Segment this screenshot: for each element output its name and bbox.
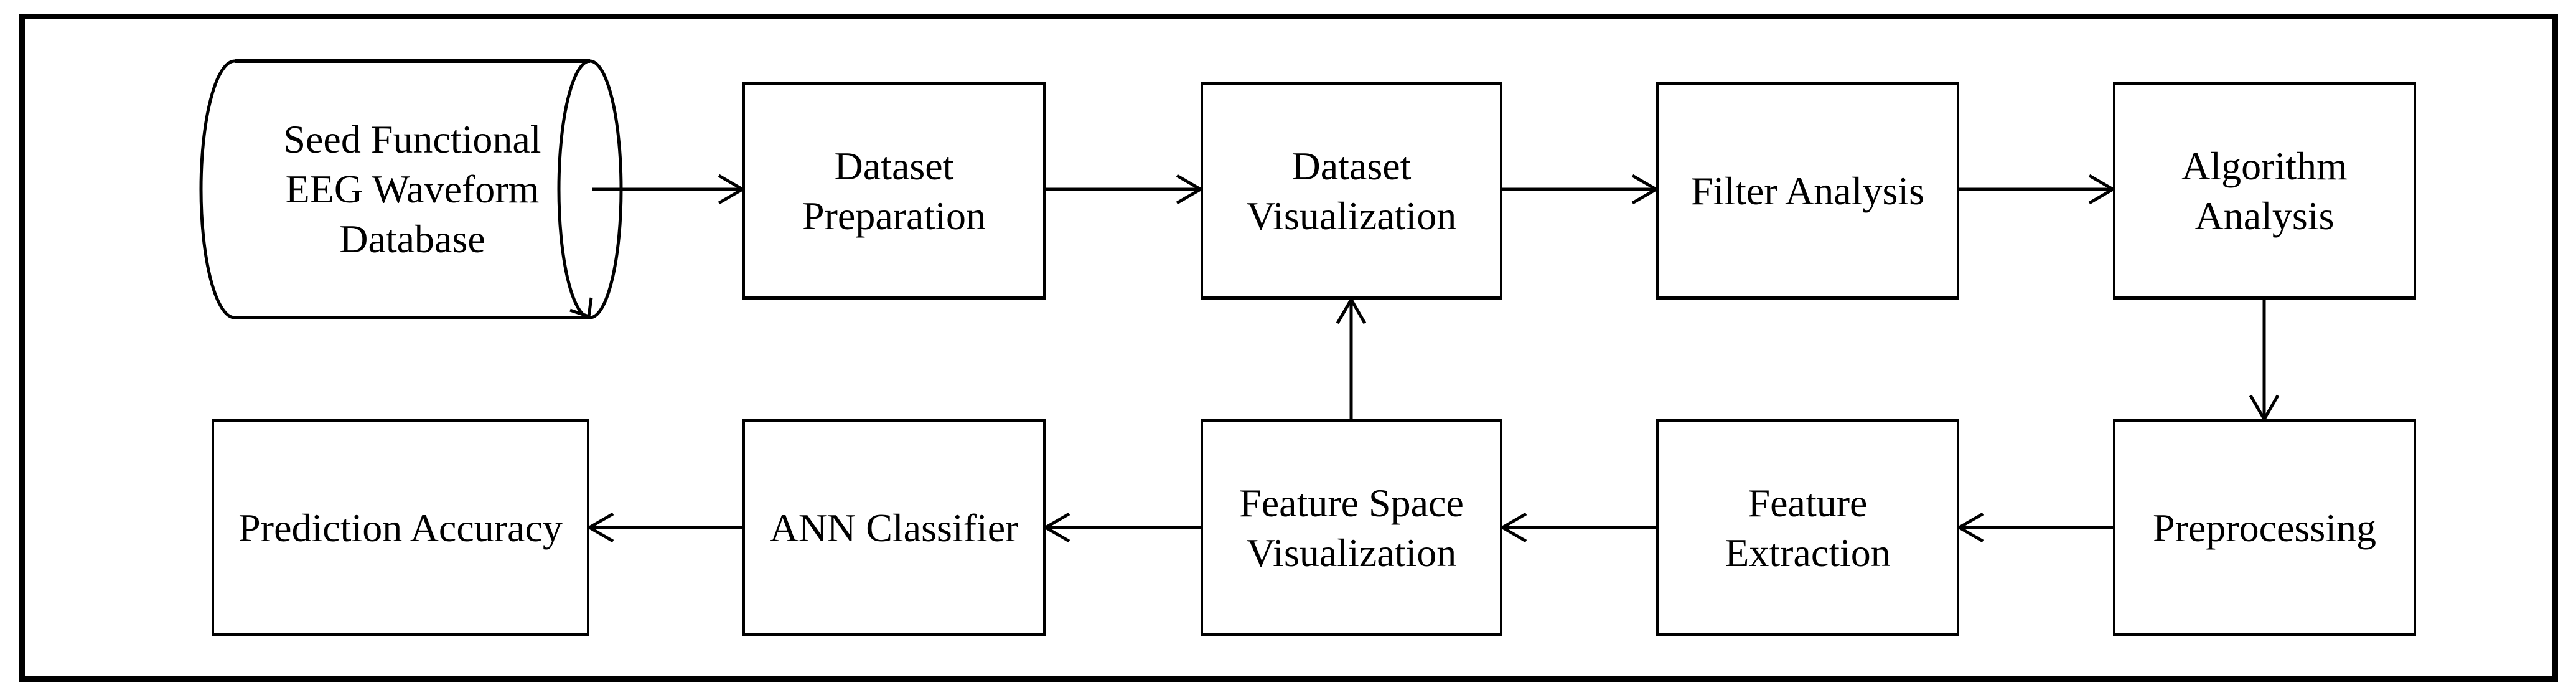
node-filter-analysis: Filter Analysis [1656,82,1959,300]
node-label-line: Visualization [1246,193,1457,238]
node-dataset-preparation: Dataset Preparation [742,82,1046,300]
node-label-line: Prediction Accuracy [238,505,563,550]
node-label-line: Dataset [1291,143,1412,188]
node-label-line: Analysis [2194,193,2335,238]
node-label-line: Feature [1748,480,1868,525]
node-database: Seed Functional EEG Waveform Database [235,61,590,318]
arrow-feature-extraction-to-feature-space-visualization [1499,512,1656,543]
node-label-line: Dataset [834,143,954,188]
node-label-line: Algorithm [2181,143,2348,188]
node-prediction-accuracy: Prediction Accuracy [212,419,589,636]
arrow-filter-analysis-to-algorithm-analysis [1959,174,2116,205]
node-label-line: Visualization [1246,530,1457,575]
node-label-line: EEG Waveform [285,167,540,211]
node-preprocessing: Preprocessing [2113,419,2416,636]
node-label-line: Extraction [1725,530,1891,575]
arrow-feature-space-visualization-to-ann-classifier [1042,512,1201,543]
arrow-dataset-preparation-to-dataset-visualization [1046,174,1204,205]
database-cylinder-shape [199,59,623,319]
node-label-line: ANN Classifier [769,505,1019,550]
diagram-border [19,14,2558,682]
node-ann-classifier: ANN Classifier [742,419,1046,636]
node-label-line: Seed Functional [283,117,541,161]
node-algorithm-analysis: Algorithm Analysis [2113,82,2416,300]
arrow-ann-classifier-to-prediction-accuracy [586,512,742,543]
arrow-dataset-visualization-to-filter-analysis [1502,174,1659,205]
arrow-database-to-dataset-preparation [592,174,746,205]
node-feature-space-visualization: Feature Space Visualization [1201,419,1502,636]
node-label-line: Filter Analysis [1690,168,1925,213]
node-label-line: Preprocessing [2152,505,2377,550]
arrow-algorithm-analysis-to-preprocessing [2249,300,2280,422]
node-label-line: Feature Space [1239,480,1464,525]
node-label-line: Database [339,217,485,261]
node-label-line: Preparation [802,193,986,238]
arrow-feature-space-visualization-to-dataset-visualization [1336,296,1367,419]
node-feature-extraction: Feature Extraction [1656,419,1959,636]
node-dataset-visualization: Dataset Visualization [1201,82,1502,300]
arrow-preprocessing-to-feature-extraction [1956,512,2113,543]
